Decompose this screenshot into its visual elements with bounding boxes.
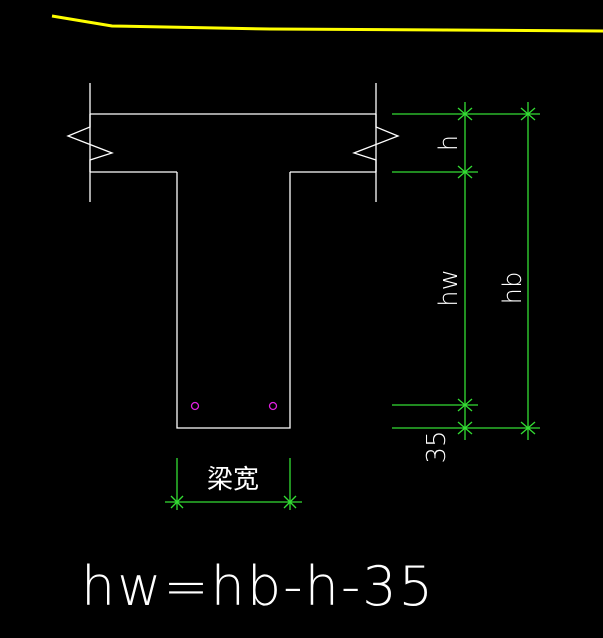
width-dimension <box>165 458 302 510</box>
label-hw: hw <box>434 269 464 307</box>
rebar-right <box>268 401 278 411</box>
label-h: h <box>434 135 464 151</box>
label-cover: 35 <box>422 430 452 463</box>
rebar-left <box>190 401 200 411</box>
label-beam-width: 梁宽 <box>207 465 259 495</box>
t-beam-outline <box>66 83 400 429</box>
beam-web <box>176 172 291 429</box>
label-hb: hb <box>498 272 528 305</box>
right-break-symbol <box>352 114 400 172</box>
formula-text: hw=hb-h-35 <box>81 555 435 618</box>
left-break-symbol <box>66 114 114 172</box>
top-reference-line <box>51 14 603 33</box>
vertical-dimensions <box>392 102 540 440</box>
